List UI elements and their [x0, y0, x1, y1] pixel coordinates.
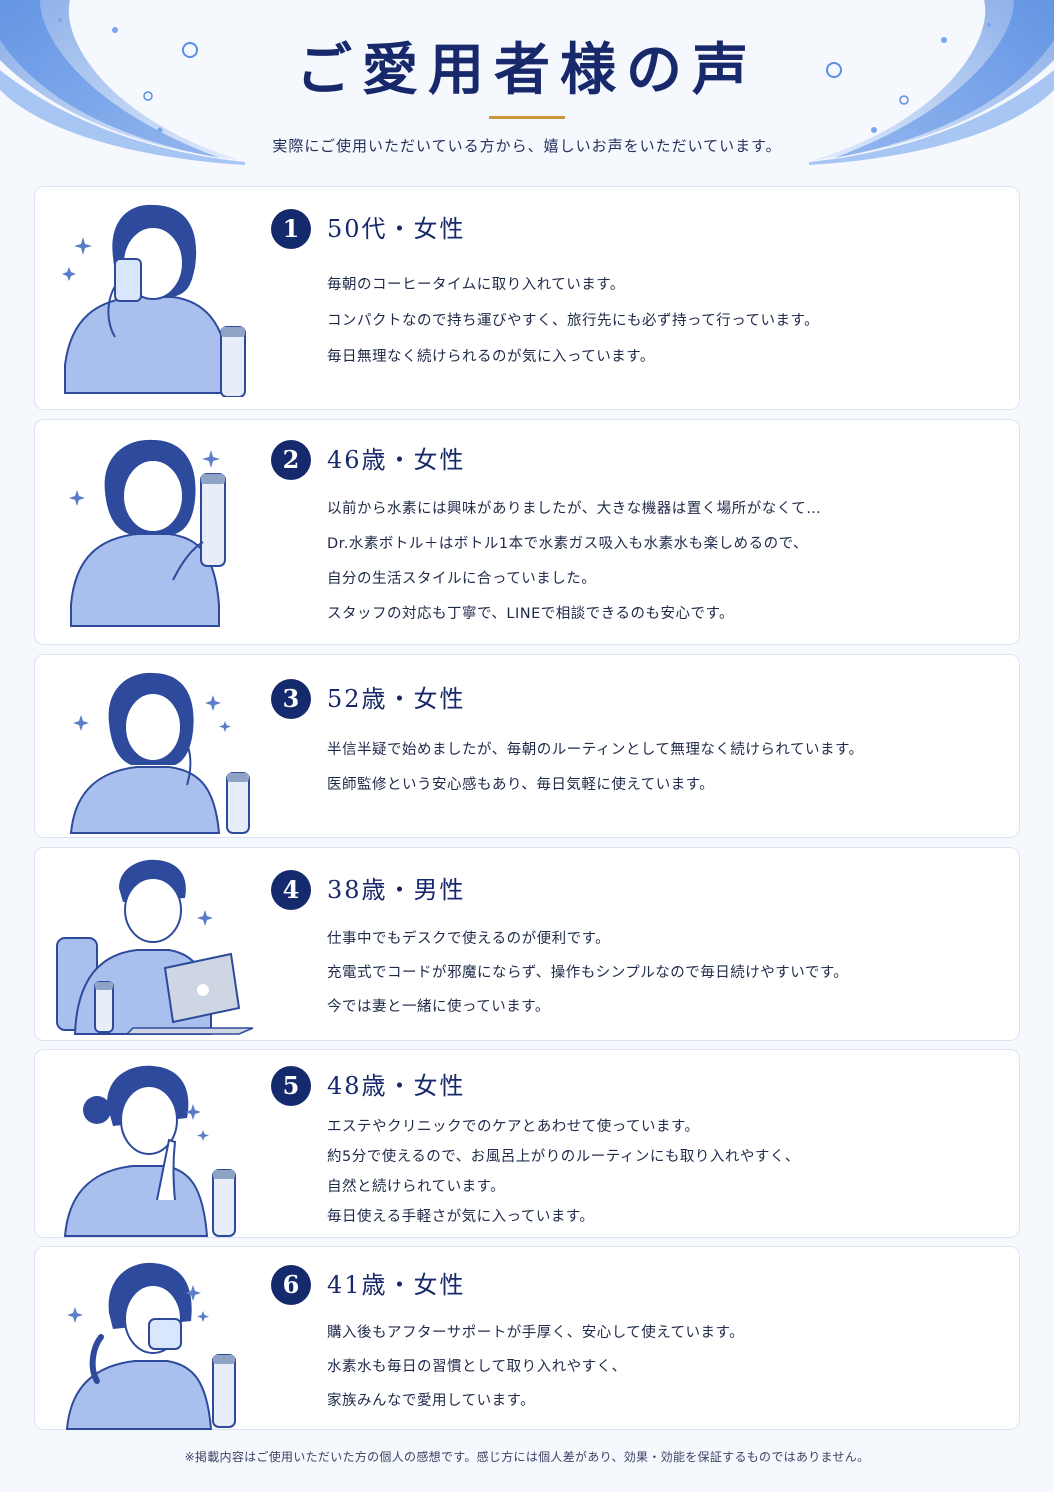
testimonial-line: 仕事中でもデスクで使えるのが便利です。	[327, 931, 611, 947]
testimonial-card-2: 2 46歳・女性 以前から水素には興味がありましたが、大きな機器は置く場所がなく…	[34, 419, 1020, 645]
testimonial-line: Dr.水素ボトル＋はボトル1本で水素ガス吸入も水素水も楽しめるので、	[327, 536, 809, 552]
page-title: ご愛用者様の声	[296, 37, 758, 103]
testimonial-card-4: 4 38歳・男性 仕事中でもデスクで使えるのが便利です。 充電式でコードが邪魔に…	[34, 847, 1020, 1041]
testimonial-line: 約5分で使えるので、お風呂上がりのルーティンにも取り入れやすく、	[327, 1149, 800, 1165]
woman-touching-cheek-illustration	[69, 672, 250, 834]
man-with-laptop-illustration	[56, 859, 254, 1035]
testimonial-line: 半信半疑で始めましたが、毎朝のルーティンとして無理なく続けられています。	[327, 742, 864, 758]
testimonial-profile: 46歳・女性	[327, 446, 466, 474]
testimonial-body: 仕事中でもデスクで使えるのが便利です。 充電式でコードが邪魔にならず、操作もシン…	[327, 922, 987, 1024]
testimonial-number-badge: 6	[271, 1265, 311, 1305]
testimonial-line: 自然と続けられています。	[327, 1179, 506, 1195]
testimonial-body: エステやクリニックでのケアとあわせて使っています。 約5分で使えるので、お風呂上…	[327, 1112, 987, 1232]
testimonial-card-1: 1 50代・女性 毎朝のコーヒータイムに取り入れています。 コンパクトなので持ち…	[34, 186, 1020, 410]
testimonial-line: 毎朝のコーヒータイムに取り入れています。	[327, 277, 625, 293]
testimonial-line: 以前から水素には興味がありましたが、大きな機器は置く場所がなくて…	[327, 501, 822, 517]
testimonial-card-6: 6 41歳・女性 購入後もアフターサポートが手厚く、安心して使えています。 水素…	[34, 1246, 1020, 1430]
woman-drinking-illustration	[62, 204, 246, 397]
testimonial-line: 家族みんなで愛用しています。	[327, 1393, 536, 1409]
testimonial-number-badge: 3	[271, 679, 311, 719]
testimonial-number-badge: 2	[271, 440, 311, 480]
testimonial-line: スタッフの対応も丁寧で、LINEで相談できるのも安心です。	[327, 606, 735, 622]
water-splash-right	[809, 0, 1054, 165]
woman-drinking-illustration	[65, 1262, 236, 1430]
water-splash-left	[0, 0, 245, 165]
testimonial-body: 毎朝のコーヒータイムに取り入れています。 コンパクトなので持ち運びやすく、旅行先…	[327, 267, 987, 375]
testimonial-body: 半信半疑で始めましたが、毎朝のルーティンとして無理なく続けられています。 医師監…	[327, 733, 987, 803]
testimonial-body: 購入後もアフターサポートが手厚く、安心して使えています。 水素水も毎日の習慣とし…	[327, 1316, 987, 1418]
testimonial-line: 今では妻と一緒に使っています。	[327, 999, 550, 1015]
testimonial-card-3: 3 52歳・女性 半信半疑で始めましたが、毎朝のルーティンとして無理なく続けられ…	[34, 654, 1020, 838]
testimonial-line: 水素水も毎日の習慣として取り入れやすく、	[327, 1359, 627, 1375]
testimonial-profile: 41歳・女性	[327, 1271, 466, 1299]
page-subtitle: 実際にご使用いただいている方から、嬉しいお声をいただいています。	[272, 137, 782, 155]
testimonial-line: エステやクリニックでのケアとあわせて使っています。	[327, 1119, 700, 1135]
testimonial-number-badge: 5	[271, 1066, 311, 1106]
testimonial-line: 毎日使える手軽さが気に入っています。	[327, 1209, 595, 1225]
testimonial-body: 以前から水素には興味がありましたが、大きな機器は置く場所がなくて… Dr.水素ボ…	[327, 492, 987, 632]
title-underline	[489, 116, 565, 119]
testimonial-number-badge: 1	[271, 209, 311, 249]
testimonial-card-5: 5 48歳・女性 エステやクリニックでのケアとあわせて使っています。 約5分で使…	[34, 1049, 1020, 1238]
testimonial-profile: 52歳・女性	[327, 685, 466, 713]
testimonial-number-badge: 4	[271, 870, 311, 910]
testimonial-line: 購入後もアフターサポートが手厚く、安心して使えています。	[327, 1325, 745, 1341]
testimonial-line: コンパクトなので持ち運びやすく、旅行先にも必ず持って行っています。	[327, 313, 820, 329]
testimonial-profile: 38歳・男性	[327, 876, 466, 904]
testimonial-profile: 50代・女性	[327, 215, 466, 243]
woman-holding-bottle-illustration	[69, 439, 226, 627]
disclaimer-footnote: ※掲載内容はご使用いただいた方の個人の感想です。感じ方には個人差があり、効果・効…	[184, 1450, 870, 1464]
testimonial-line: 毎日無理なく続けられるのが気に入っています。	[327, 349, 655, 365]
woman-pointing-illustration	[63, 1065, 236, 1237]
testimonial-line: 充電式でコードが邪魔にならず、操作もシンプルなので毎日続けやすいです。	[327, 965, 849, 981]
testimonial-line: 医師監修という安心感もあり、毎日気軽に使えています。	[327, 777, 715, 793]
testimonial-line: 自分の生活スタイルに合っていました。	[327, 571, 597, 587]
testimonial-profile: 48歳・女性	[327, 1072, 466, 1100]
